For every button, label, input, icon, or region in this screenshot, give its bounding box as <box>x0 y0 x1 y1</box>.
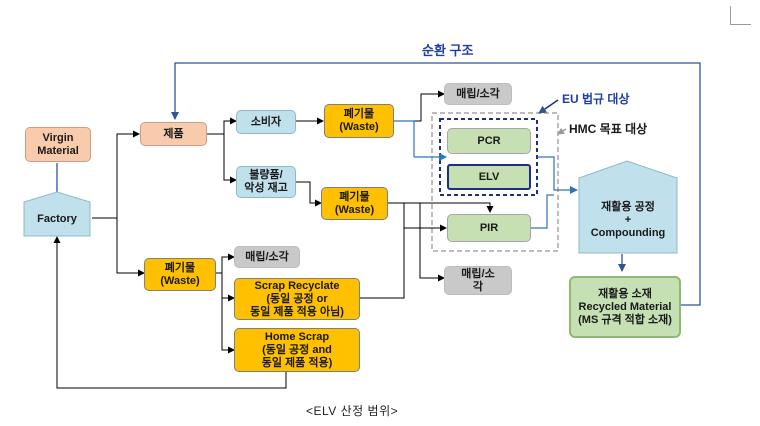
pir-node: PIR <box>447 214 531 242</box>
hmc-label-pointer <box>557 127 567 135</box>
recycling-process-text: 재활용 공정 + Compounding <box>590 200 666 239</box>
landfill-1-text: 매립/소각 <box>456 87 500 100</box>
defective-to-waste-arrow <box>296 181 322 207</box>
factory-to-waste-arrow <box>116 218 145 277</box>
waste-1-text: 폐기물 (Waste) <box>339 108 379 133</box>
factory-text: Factory <box>37 212 77 225</box>
waste-3-text: 폐기물 (Waste) <box>160 261 200 287</box>
cycle-structure-label: 순환 구조 <box>422 43 474 58</box>
elv-text: ELV <box>478 170 500 183</box>
recycling-process-node: 재활용 공정 + Compounding <box>580 190 676 250</box>
scrap-recyclate-node: Scrap Recyclate (동일 공정 or 동일 제품 적용 아님) <box>234 278 360 320</box>
recycled-material-text: 재활용 소재 Recycled Material (MS 규격 적합 소재) <box>578 287 672 326</box>
waste-node-factory: 폐기물 (Waste) <box>144 258 216 291</box>
cycle-loop-arrow <box>171 62 701 306</box>
home-scrap-text: Home Scrap (동일 공정 and 동일 제품 적용) <box>261 330 333 369</box>
consumer-text: 소비자 <box>250 115 282 128</box>
waste2-to-landfill-arrow <box>419 203 445 282</box>
waste3-to-landfill-arrow <box>221 253 235 273</box>
product-to-defective-arrow <box>223 134 237 184</box>
waste-node-defective: 폐기물 (Waste) <box>321 187 388 220</box>
landfill-incineration-node-top: 매립/소각 <box>444 83 512 105</box>
factory-to-product-arrow <box>116 130 140 218</box>
pcr-node: PCR <box>447 128 531 154</box>
hmc-target-label: HMC 목표 대상 <box>569 122 648 136</box>
recycled-material-node: 재활용 소재 Recycled Material (MS 규격 적합 소재) <box>569 276 681 338</box>
pcr-text: PCR <box>477 134 501 147</box>
product-text: 제품 <box>163 127 184 140</box>
elv-node: ELV <box>447 164 531 190</box>
scrap-to-pir-arrow <box>360 228 405 299</box>
figure-caption: <ELV 산정 범위> <box>306 404 399 418</box>
landfill-incineration-node-bottom: 매립/소 각 <box>444 266 512 295</box>
factory-shape <box>23 191 91 237</box>
waste3-to-homescrap-arrow <box>221 298 235 354</box>
recycling-process-shape <box>578 160 678 254</box>
pir-text: PIR <box>479 221 499 234</box>
waste1-to-landfill-arrow <box>394 90 445 122</box>
waste-2-text: 폐기물 (Waste) <box>334 190 375 216</box>
product-node: 제품 <box>140 122 207 146</box>
scrap-recyclate-text: Scrap Recyclate (동일 공정 or 동일 제품 적용 아님) <box>250 279 344 318</box>
waste2-to-pir-arrow <box>388 202 494 213</box>
virgin-material-node: Virgin Material <box>25 127 91 162</box>
product-to-consumer-arrow <box>207 117 237 135</box>
eu-to-recycling-arrow <box>537 156 578 194</box>
landfill-incineration-node-left: 매립/소각 <box>234 246 300 268</box>
homescrap-to-factory-arrow <box>53 236 287 389</box>
eu-label-pointer <box>538 99 559 114</box>
defective-stock-text: 불량품/ 악성 재고 <box>244 169 288 194</box>
home-scrap-node: Home Scrap (동일 공정 and 동일 제품 적용) <box>234 328 360 372</box>
factory-node: Factory <box>24 205 90 233</box>
virgin-material-text: Virgin Material <box>37 131 79 157</box>
page-corner-mark <box>730 6 751 25</box>
defective-stock-node: 불량품/ 악성 재고 <box>236 166 296 198</box>
hmc-scope-dashed-box <box>431 112 559 252</box>
landfill-3-text: 매립/소 각 <box>461 267 495 293</box>
landfill-2-text: 매립/소각 <box>245 250 289 263</box>
consumer-node: 소비자 <box>236 110 296 134</box>
waste-node-consumer: 폐기물 (Waste) <box>324 104 394 138</box>
eu-regulation-label: EU 법규 대상 <box>562 92 630 106</box>
